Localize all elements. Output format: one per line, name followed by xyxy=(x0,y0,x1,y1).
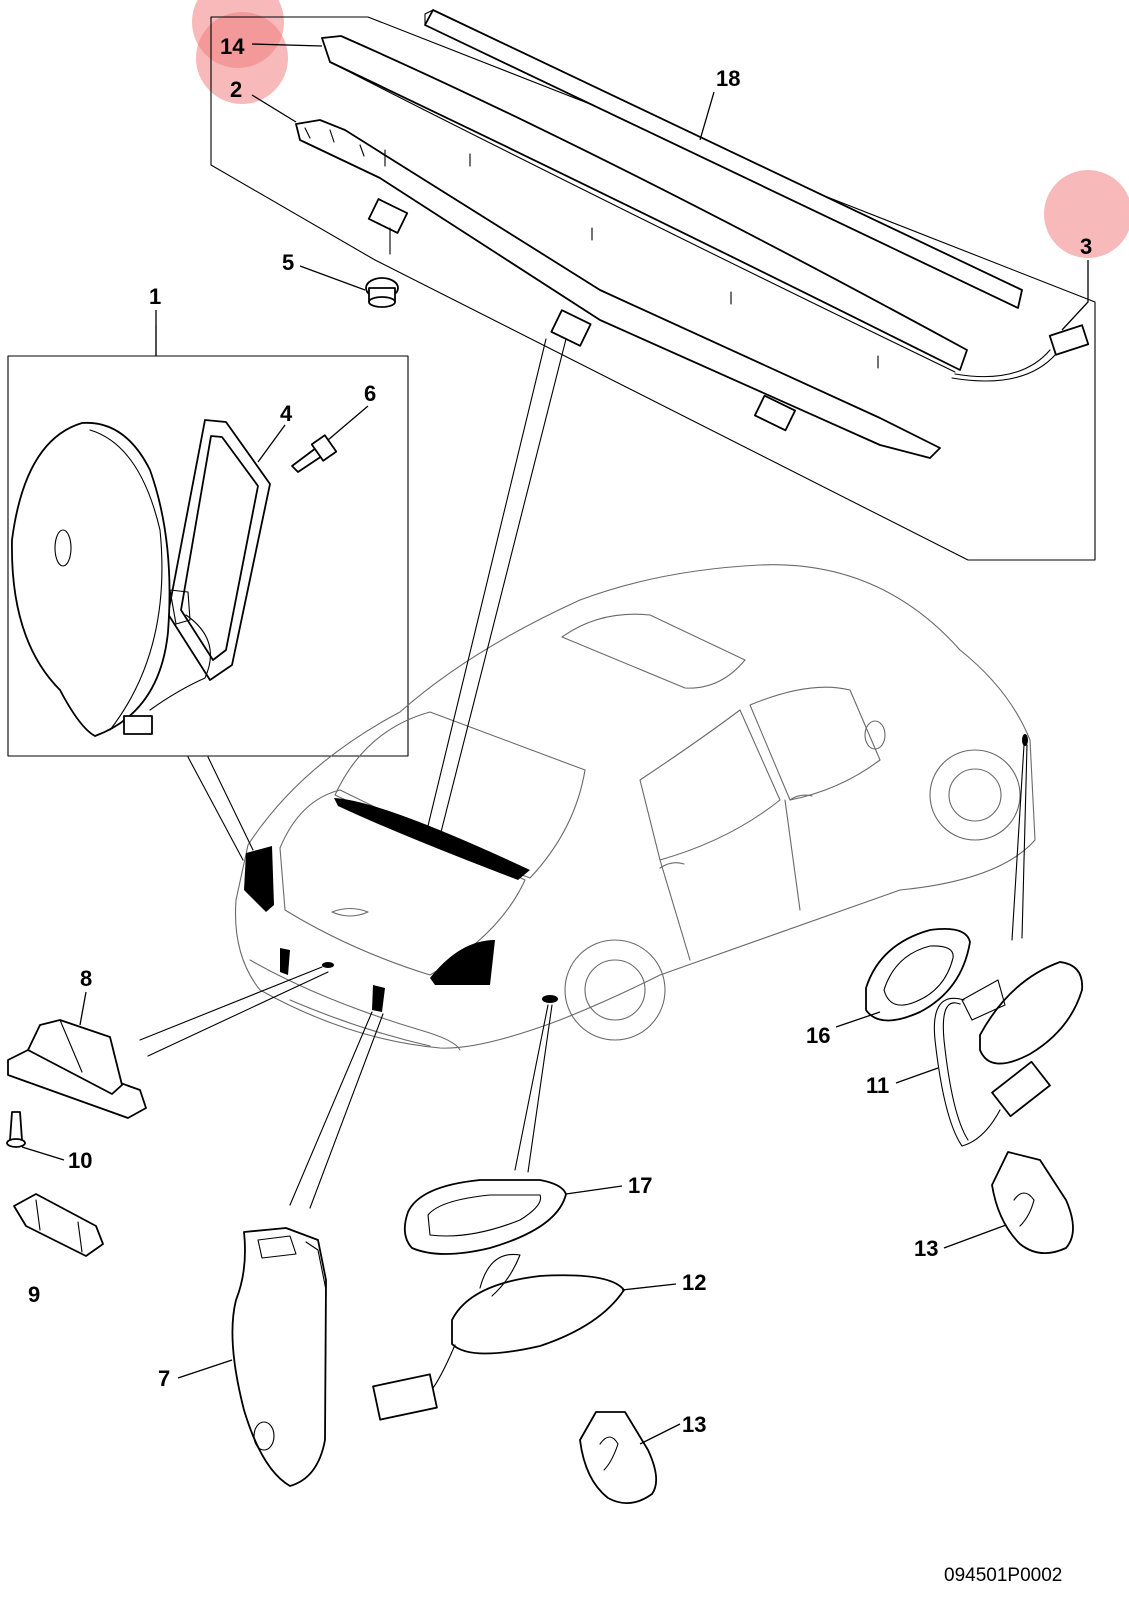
group-frame-left xyxy=(210,16,376,261)
side-marker-gasket-17[interactable] xyxy=(403,1179,567,1255)
licence-plate-lamp-8[interactable] xyxy=(7,1019,147,1119)
grommet-5[interactable] xyxy=(365,277,399,308)
wedge-bulb-13-lower[interactable] xyxy=(579,1411,658,1504)
callout-18[interactable]: 18 xyxy=(716,66,740,91)
festoon-bulb-9[interactable] xyxy=(13,1193,104,1257)
callout-6[interactable]: 6 xyxy=(364,381,376,406)
high-mount-lamp-housing-14[interactable] xyxy=(321,35,968,373)
vehicle-reflector-left-location xyxy=(280,948,290,975)
callout-13-upper[interactable]: 13 xyxy=(914,1236,938,1261)
vehicle-outline xyxy=(234,564,1036,1051)
callout-14[interactable]: 14 xyxy=(220,34,245,59)
callout-leaders xyxy=(21,43,1089,1445)
wiring-harness-3[interactable] xyxy=(951,324,1090,382)
vehicle-side-marker-front-location xyxy=(1022,734,1028,746)
callout-5[interactable]: 5 xyxy=(282,250,294,275)
screw-6[interactable] xyxy=(291,434,338,473)
group-frame-top xyxy=(239,16,1096,561)
callout-9[interactable]: 9 xyxy=(28,1282,40,1307)
vehicle-tail-lamp-left-location xyxy=(244,846,274,912)
rear-reflector-7[interactable] xyxy=(231,1227,327,1487)
callout-13-lower[interactable]: 13 xyxy=(682,1412,706,1437)
vehicle-brake-light-location xyxy=(334,798,530,880)
callout-3[interactable]: 3 xyxy=(1080,234,1092,259)
tail-lamp-1[interactable] xyxy=(11,422,211,737)
callout-4[interactable]: 4 xyxy=(280,401,293,426)
highlight-marker-3[interactable] xyxy=(1044,170,1129,258)
tail-lamp-gasket-4[interactable] xyxy=(167,419,271,681)
lamp-bracket-2[interactable] xyxy=(295,119,941,459)
location-leader-lines xyxy=(139,338,1028,1209)
side-marker-lamp-12[interactable] xyxy=(372,1253,625,1421)
screw-10[interactable] xyxy=(6,1111,26,1148)
side-marker-lamp-11[interactable] xyxy=(933,961,1083,1147)
tail-lamp-group xyxy=(7,324,409,757)
callout-12[interactable]: 12 xyxy=(682,1270,706,1295)
callout-2[interactable]: 2 xyxy=(230,77,242,102)
callout-7[interactable]: 7 xyxy=(158,1366,170,1391)
callout-16[interactable]: 16 xyxy=(806,1023,830,1048)
side-marker-gasket-16[interactable] xyxy=(865,927,971,1022)
callout-10[interactable]: 10 xyxy=(68,1148,92,1173)
vehicle-side-marker-rear-location xyxy=(542,995,558,1003)
figure-reference-code: 094501P0002 xyxy=(944,1565,1062,1586)
callout-11[interactable]: 11 xyxy=(866,1073,889,1098)
highlight-marker-2[interactable] xyxy=(196,12,288,104)
vehicle-tail-lamp-right-location xyxy=(430,940,495,985)
brake-light-assembly-group xyxy=(210,9,1096,561)
callout-1[interactable]: 1 xyxy=(149,284,161,309)
vehicle-reflector-right-location xyxy=(372,985,385,1012)
callout-8[interactable]: 8 xyxy=(80,966,92,991)
wedge-bulb-13-upper[interactable] xyxy=(991,1151,1074,1254)
vehicle-licence-lamp-location xyxy=(322,962,334,968)
tail-lamp-group-frame xyxy=(7,355,409,757)
callout-17[interactable]: 17 xyxy=(628,1173,652,1198)
trim-strip-18[interactable] xyxy=(424,9,1023,309)
callout-labels: 14 2 18 3 5 1 4 6 8 10 9 7 17 12 13 16 1… xyxy=(28,34,1092,1437)
